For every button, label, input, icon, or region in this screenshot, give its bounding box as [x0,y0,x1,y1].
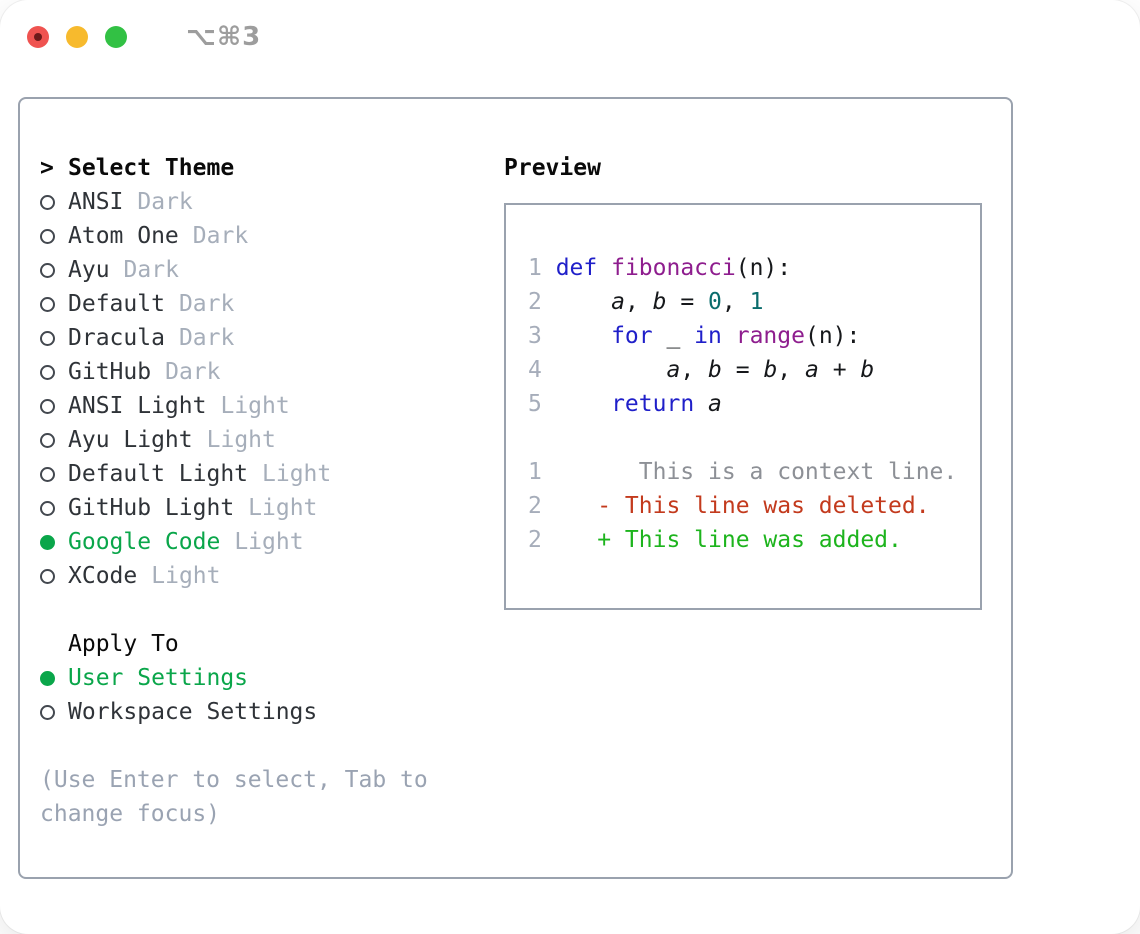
theme-option-dracula[interactable]: Dracula Dark [40,321,492,355]
theme-variant-tag: Dark [165,359,221,385]
option-label: GitHub [68,359,152,385]
line-number: 2 [528,493,542,519]
theme-variant-tag: Light [234,529,304,555]
close-button[interactable] [27,26,49,48]
theme-variant-tag: Light [262,461,332,487]
line-number: 1 [528,255,542,281]
radio-icon [40,432,55,448]
option-label: XCode [68,563,138,589]
radio-selected-icon [40,534,55,550]
theme-option-atom-one[interactable]: Atom One Dark [40,219,492,253]
apply-to-header: Apply To [40,627,492,661]
theme-option-ayu[interactable]: Ayu Dark [40,253,492,287]
theme-option-xcode[interactable]: XCode Light [40,559,492,593]
radio-icon [40,704,55,720]
minimize-button[interactable] [66,26,88,48]
spacer [40,593,492,627]
theme-variant-tag: Dark [192,223,249,249]
theme-option-github-light[interactable]: GitHub Light Light [40,491,492,525]
modified-dot-icon [34,33,42,41]
help-line-2: change focus) [40,801,221,827]
window-title: ⌥⌘3 [186,22,262,52]
radio-icon [40,500,55,516]
preview-line: 4 a, b = b, a + b [528,357,875,383]
option-label: Default [68,291,165,317]
option-label: User Settings [68,665,249,691]
line-number: 4 [528,357,542,383]
preview-line: 1 This is a context line. [528,459,958,485]
line-number: 1 [528,459,542,485]
preview-line: 2 + This line was added. [528,527,902,553]
radio-icon [40,568,55,584]
help-text: (Use Enter to select, Tab to change focus… [40,763,492,831]
theme-option-google-code[interactable]: Google Code Light [40,525,492,559]
select-theme-label: Select Theme [68,155,235,181]
theme-variant-tag: Light [248,495,318,521]
theme-option-default[interactable]: Default Dark [40,287,492,321]
preview-line: 5 return a [528,391,722,417]
line-number: 2 [528,289,542,315]
theme-option-github[interactable]: GitHub Dark [40,355,492,389]
option-label: Default Light [68,461,249,487]
apply-option-user-settings[interactable]: User Settings [40,661,492,695]
radio-icon [40,330,55,346]
maximize-button[interactable] [105,26,127,48]
preview-line: 2 - This line was deleted. [528,493,930,519]
radio-icon [40,398,55,414]
radio-icon [40,364,55,380]
option-label: ANSI Light [68,393,207,419]
select-theme-header: > Select Theme [40,151,492,185]
preview-line: 2 a, b = 0, 1 [528,289,764,315]
option-label: Dracula [68,325,165,351]
window-titlebar: ⌥⌘3 [0,0,1140,74]
theme-variant-tag: Dark [178,291,235,317]
apply-option-workspace-settings[interactable]: Workspace Settings [40,695,492,729]
theme-option-ansi-light[interactable]: ANSI Light Light [40,389,492,423]
option-label: GitHub Light [68,495,235,521]
radio-icon [40,296,55,312]
option-label: Atom One [68,223,179,249]
line-number: 2 [528,527,542,553]
theme-variant-tag: Dark [137,189,193,215]
theme-variant-tag: Light [206,427,276,453]
theme-option-ayu-light[interactable]: Ayu Light Light [40,423,492,457]
option-label: Google Code [68,529,221,555]
radio-selected-icon [40,670,55,686]
radio-icon [40,194,55,210]
line-number: 3 [528,323,542,349]
theme-variant-tag: Dark [123,257,179,283]
apply-to-label: Apply To [68,631,179,657]
preview-line: 3 for _ in range(n): [528,323,861,349]
preview-title: Preview [504,155,601,181]
radio-icon [40,466,55,482]
theme-variant-tag: Light [220,393,290,419]
help-line-1: (Use Enter to select, Tab to [40,767,428,793]
theme-option-ansi[interactable]: ANSI Dark [40,185,492,219]
theme-variant-tag: Dark [178,325,235,351]
theme-option-default-light[interactable]: Default Light Light [40,457,492,491]
option-label: ANSI [68,189,124,215]
theme-variant-tag: Light [151,563,221,589]
line-number: 5 [528,391,542,417]
focus-arrow-icon: > [40,155,54,181]
option-label: Ayu [68,257,110,283]
radio-icon [40,262,55,278]
diff-preview: 1 This is a context line. 2 - This line w… [528,455,980,557]
option-label: Workspace Settings [68,699,318,725]
option-label: Ayu Light [68,427,193,453]
radio-icon [40,228,55,244]
